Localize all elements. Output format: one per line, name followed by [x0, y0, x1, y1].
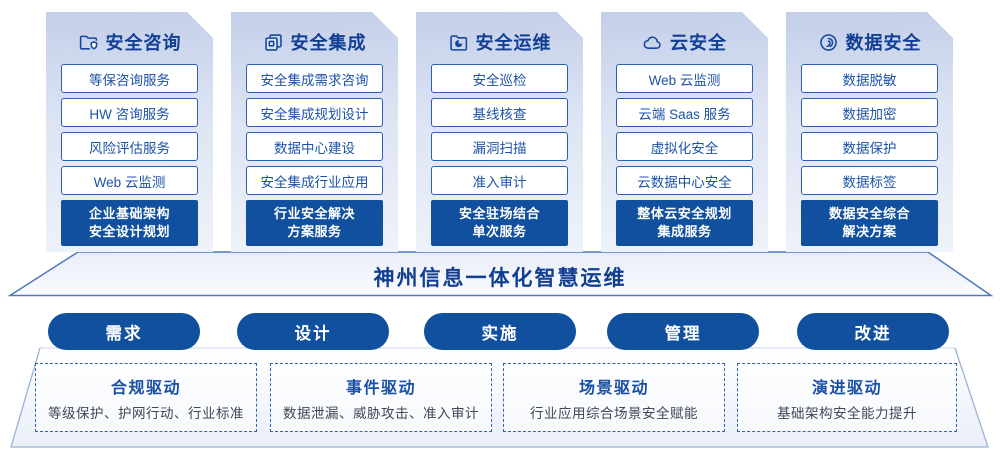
service-item: 风险评估服务: [61, 132, 198, 161]
highlight-service: 整体云安全规划 集成服务: [616, 200, 753, 246]
driver-incident: 事件驱动 数据泄漏、威胁攻击、准入审计: [270, 363, 492, 432]
driver-desc: 基础架构安全能力提升: [777, 405, 917, 421]
documents-icon: [263, 32, 284, 53]
highlight-line: 安全设计规划: [88, 224, 170, 239]
column-security-operations: 安全运维 安全巡检 基线核查 漏洞扫描 准入审计 安全驻场结合 单次服务: [416, 12, 583, 252]
highlight-service: 数据安全综合 解决方案: [801, 200, 938, 246]
highlight-line: 解决方案: [842, 224, 897, 239]
highlight-service: 安全驻场结合 单次服务: [431, 200, 568, 246]
platform-title: 神州信息一体化智慧运维: [373, 267, 627, 290]
column-title: 云安全: [670, 33, 727, 53]
service-item: 安全集成行业应用: [246, 166, 383, 195]
column-security-consulting: 安全咨询 等保咨询服务 HW 咨询服务 风险评估服务 Web 云监测 企业基础架…: [46, 12, 213, 252]
column-header: 安全运维: [431, 20, 568, 64]
service-item: 云端 Saas 服务: [616, 98, 753, 127]
driver-desc: 行业应用综合场景安全赋能: [530, 405, 698, 421]
driver-title: 场景驱动: [578, 379, 649, 397]
service-item: 安全巡检: [431, 64, 568, 93]
service-item: 准入审计: [431, 166, 568, 195]
service-item: 云数据中心安全: [616, 166, 753, 195]
process-step-design: 设计: [237, 313, 389, 350]
folder-shield-icon: [78, 32, 99, 53]
column-security-integration: 安全集成 安全集成需求咨询 安全集成规划设计 数据中心建设 安全集成行业应用 行…: [231, 12, 398, 252]
driver-title: 演进驱动: [811, 379, 882, 397]
highlight-line: 单次服务: [472, 224, 527, 239]
fingerprint-icon: [818, 32, 839, 53]
service-item: 安全集成规划设计: [246, 98, 383, 127]
column-title: 数据安全: [845, 33, 922, 53]
highlight-line: 集成服务: [657, 224, 712, 239]
service-item: 数据保护: [801, 132, 938, 161]
process-step-implement: 实施: [424, 313, 576, 350]
service-item: 数据标签: [801, 166, 938, 195]
service-item: 安全集成需求咨询: [246, 64, 383, 93]
driver-desc: 数据泄漏、威胁攻击、准入审计: [283, 405, 479, 421]
highlight-service: 企业基础架构 安全设计规划: [61, 200, 198, 246]
service-item: 等保咨询服务: [61, 64, 198, 93]
column-title: 安全咨询: [105, 33, 182, 53]
process-step-manage: 管理: [607, 313, 759, 350]
column-header: 数据安全: [801, 20, 938, 64]
highlight-line: 数据安全综合: [828, 205, 910, 221]
highlight-line: 行业安全解决: [273, 205, 355, 221]
column-header: 云安全: [616, 20, 753, 64]
cloud-icon: [642, 32, 663, 53]
platform-banner-shape: [7, 251, 994, 297]
folder-clock-icon: [448, 32, 469, 53]
highlight-line: 企业基础架构: [88, 205, 170, 221]
column-header: 安全咨询: [61, 20, 198, 64]
process-step-demand: 需求: [48, 313, 200, 350]
driver-desc: 等级保护、护网行动、行业标准: [48, 405, 244, 421]
service-item: HW 咨询服务: [61, 98, 198, 127]
service-item: 漏洞扫描: [431, 132, 568, 161]
driver-title: 事件驱动: [345, 379, 416, 397]
column-cloud-security: 云安全 Web 云监测 云端 Saas 服务 虚拟化安全 云数据中心安全 整体云…: [601, 12, 768, 252]
process-step-improve: 改进: [797, 313, 949, 350]
column-title: 安全集成: [290, 33, 367, 53]
driver-evolution: 演进驱动 基础架构安全能力提升: [737, 363, 957, 432]
service-item: 数据脱敏: [801, 64, 938, 93]
highlight-line: 方案服务: [287, 224, 342, 239]
service-item: Web 云监测: [616, 64, 753, 93]
driver-compliance: 合规驱动 等级保护、护网行动、行业标准: [35, 363, 257, 432]
service-item: 虚拟化安全: [616, 132, 753, 161]
service-item: 数据加密: [801, 98, 938, 127]
service-item: Web 云监测: [61, 166, 198, 195]
driver-scenario: 场景驱动 行业应用综合场景安全赋能: [503, 363, 725, 432]
column-title: 安全运维: [475, 33, 552, 53]
column-data-security: 数据安全 数据脱敏 数据加密 数据保护 数据标签 数据安全综合 解决方案: [786, 12, 953, 252]
column-header: 安全集成: [246, 20, 383, 64]
service-item: 数据中心建设: [246, 132, 383, 161]
service-item: 基线核查: [431, 98, 568, 127]
highlight-line: 安全驻场结合: [458, 205, 540, 221]
highlight-service: 行业安全解决 方案服务: [246, 200, 383, 246]
driver-title: 合规驱动: [110, 379, 181, 397]
highlight-line: 整体云安全规划: [637, 205, 732, 221]
